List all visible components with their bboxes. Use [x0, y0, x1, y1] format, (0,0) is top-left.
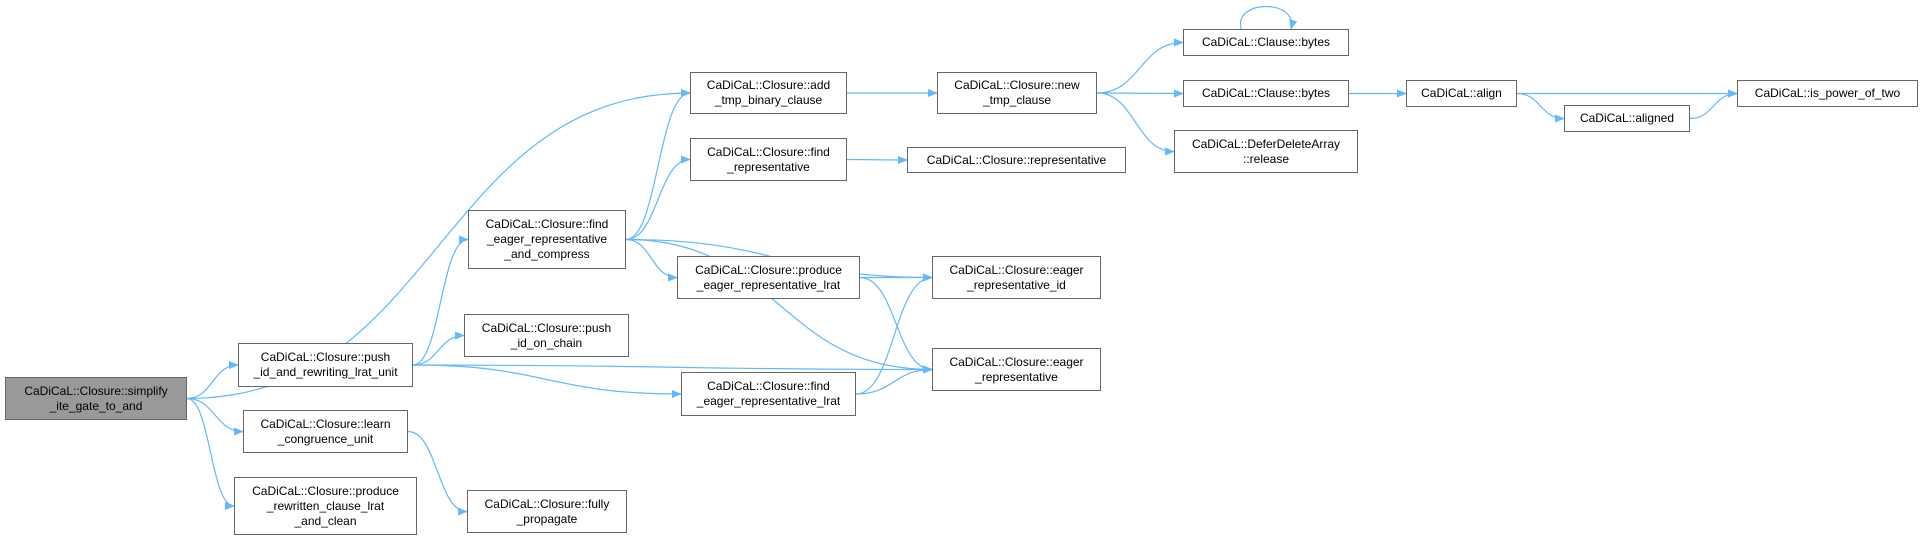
node-label-line: CaDiCaL::Closure::find: [707, 144, 830, 159]
graph-node-fully[interactable]: CaDiCaL::Closure::fully_propagate: [467, 490, 627, 533]
node-label-line: CaDiCaL::Closure::new: [954, 78, 1080, 92]
node-label-line: CaDiCaL::Closure::find: [707, 379, 830, 393]
node-label-line: _eager_representative_lrat: [696, 394, 841, 408]
edge-new-tmp-to-bytes2: [1096, 89, 1184, 98]
edge-new-tmp-to-release: [1096, 92, 1175, 156]
node-label-line: CaDiCaL::Closure::fully: [484, 496, 610, 511]
edge-find-eager-lrat-to-eager-rep: [855, 365, 933, 395]
graph-node-produce-rewritten[interactable]: CaDiCaL::Closure::produce_rewritten_clau…: [234, 477, 417, 535]
node-label-line: _representative: [975, 369, 1058, 384]
graph-node-add-tmp[interactable]: CaDiCaL::Closure::add_tmp_binary_clause: [690, 72, 847, 114]
node-label-line: CaDiCaL::Closure::push: [481, 320, 612, 335]
edge-simplify-to-produce-rewritten: [186, 397, 235, 510]
edge-new-tmp-to-bytes1: [1096, 38, 1184, 94]
node-label-line: _ite_gate_to_and: [49, 398, 143, 413]
node-label-line: CaDiCaL::is_power_of_two: [1754, 86, 1901, 100]
node-label-line: _representative: [727, 159, 810, 174]
node-label-line: _eager_representative_lrat: [696, 277, 841, 292]
node-label-line: CaDiCaL::Clause::bytes: [1201, 86, 1331, 100]
edge-learn-to-fully: [407, 430, 468, 516]
graph-node-produce-eager[interactable]: CaDiCaL::Closure::produce_eager_represen…: [677, 256, 860, 299]
graph-node-find-rep[interactable]: CaDiCaL::Closure::find_representative: [690, 138, 847, 181]
graph-node-pow2[interactable]: CaDiCaL::is_power_of_two: [1737, 80, 1918, 107]
edge-push-rewrite-to-eager-rep: [412, 364, 933, 374]
node-label-line: CaDiCaL::Clause::bytes: [1201, 35, 1331, 49]
edge-simplify-to-learn: [186, 397, 244, 436]
graph-node-learn[interactable]: CaDiCaL::Closure::learn_congruence_unit: [243, 410, 408, 453]
node-label-line: ::release: [1242, 151, 1290, 166]
graph-node-bytes2[interactable]: CaDiCaL::Clause::bytes: [1183, 80, 1349, 107]
edge-align-to-aligned: [1516, 92, 1565, 123]
graph-node-aligned[interactable]: CaDiCaL::aligned: [1564, 105, 1690, 132]
graph-node-eager-rep[interactable]: CaDiCaL::Closure::eager_representative: [932, 348, 1101, 391]
edge-aligned-to-pow2: [1689, 89, 1738, 120]
graph-node-new-tmp[interactable]: CaDiCaL::Closure::new_tmp_clause: [937, 72, 1097, 114]
node-label-line: _eager_representative: [486, 232, 608, 246]
edge-push-rewrite-to-find-compress: [412, 235, 469, 366]
node-label-line: _propagate: [516, 511, 578, 526]
node-label-line: _and_clean: [294, 513, 357, 528]
graph-node-bytes1[interactable]: CaDiCaL::Clause::bytes: [1183, 29, 1349, 56]
node-label-line: CaDiCaL::Closure::add: [706, 78, 831, 92]
graph-node-representative[interactable]: CaDiCaL::Closure::representative: [907, 147, 1126, 173]
node-label-line: _tmp_binary_clause: [714, 93, 823, 107]
node-label-line: _id_and_rewriting_lrat_unit: [253, 365, 398, 379]
node-label-line: CaDiCaL::Closure::eager: [949, 354, 1084, 369]
node-label-line: _congruence_unit: [277, 431, 374, 446]
graph-node-release[interactable]: CaDiCaL::DeferDeleteArray::release: [1174, 130, 1358, 173]
edge-produce-eager-to-eager-rep: [859, 276, 933, 374]
node-label-line: CaDiCaL::Closure::simplify: [24, 383, 168, 398]
node-label-line: _tmp_clause: [982, 93, 1052, 107]
node-label-line: _representative_id: [967, 277, 1066, 292]
node-label-line: _rewritten_clause_lrat: [266, 498, 385, 513]
edge-simplify-to-push-rewrite: [186, 361, 239, 400]
node-label-line: CaDiCaL::Closure::eager: [949, 262, 1084, 277]
node-label-line: CaDiCaL::DeferDeleteArray: [1191, 136, 1341, 151]
node-label-line: _id_on_chain: [510, 335, 583, 350]
graph-node-push-chain[interactable]: CaDiCaL::Closure::push_id_on_chain: [464, 314, 629, 357]
edge-find-rep-to-representative: [846, 155, 908, 164]
edge-push-rewrite-to-find-eager-lrat: [412, 364, 682, 398]
edge-find-compress-to-find-rep: [625, 155, 691, 241]
node-label-line: CaDiCaL::aligned: [1579, 111, 1675, 125]
node-label-line: CaDiCaL::Closure::push: [260, 350, 391, 364]
node-label-line: CaDiCaL::Closure::representative: [926, 152, 1107, 167]
edge-bytes1-to-bytes1: [1239, 5, 1298, 30]
graph-node-push-rewrite[interactable]: CaDiCaL::Closure::push_id_and_rewriting_…: [238, 343, 413, 387]
node-label-line: _and_compress: [504, 247, 590, 261]
graph-node-find-eager-lrat[interactable]: CaDiCaL::Closure::find_eager_representat…: [681, 372, 856, 416]
node-label-line: CaDiCaL::Closure::learn: [260, 416, 391, 431]
node-label-line: CaDiCaL::Closure::produce: [695, 262, 842, 277]
edge-push-rewrite-to-push-chain: [412, 331, 465, 366]
graph-node-simplify: CaDiCaL::Closure::simplify_ite_gate_to_a…: [5, 377, 187, 420]
node-label-line: CaDiCaL::Closure::produce: [252, 483, 399, 498]
node-label-line: CaDiCaL::align: [1421, 86, 1502, 100]
edge-find-eager-lrat-to-eager-rep-id: [855, 273, 933, 395]
graph-node-find-compress[interactable]: CaDiCaL::Closure::find_eager_representat…: [468, 210, 626, 269]
edge-find-compress-to-produce-eager: [625, 238, 678, 282]
graph-node-eager-rep-id[interactable]: CaDiCaL::Closure::eager_representative_i…: [932, 256, 1101, 299]
graph-node-align[interactable]: CaDiCaL::align: [1406, 80, 1517, 107]
edge-find-compress-to-eager-rep: [625, 238, 933, 374]
node-label-line: CaDiCaL::Closure::find: [485, 217, 609, 231]
edge-find-compress-to-add-tmp: [625, 89, 691, 241]
